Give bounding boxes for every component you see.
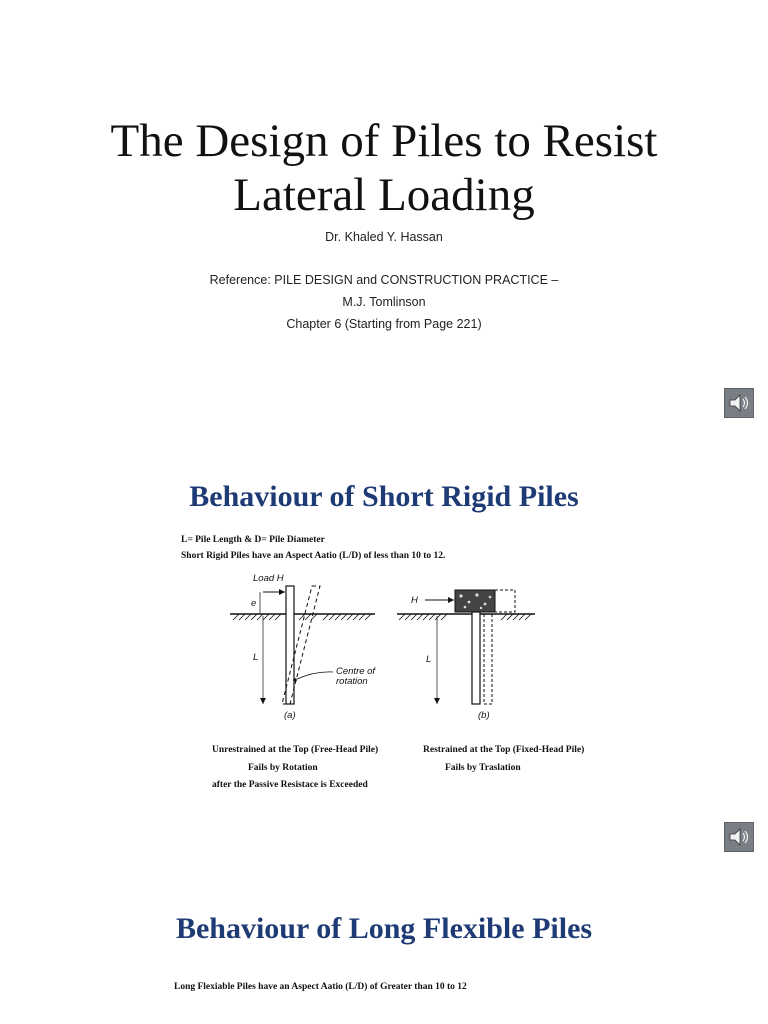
page-title: The Design of Piles to Resist Lateral Lo…	[0, 114, 768, 222]
caption-free-head-3: after the Passive Resistace is Exceeded	[212, 780, 368, 790]
caption-fixed-head-2: Fails by Traslation	[445, 763, 521, 773]
figure-tag-a: (a)	[284, 710, 296, 721]
figure-free-head-pile: Load H e L Centre of rotation (a)	[230, 573, 376, 721]
figure-fixed-head-pile: H L (b)	[397, 589, 535, 721]
h-label: H	[411, 595, 418, 606]
rotation-label-1: Centre of	[336, 666, 376, 677]
section-heading-long-piles: Behaviour of Long Flexible Piles	[175, 912, 593, 945]
e-label: e	[251, 598, 256, 609]
caption-free-head-2: Fails by Rotation	[248, 763, 318, 773]
figure-tag-b: (b)	[478, 710, 490, 721]
rotation-label-2: rotation	[336, 676, 368, 687]
author: Dr. Khaled Y. Hassan	[325, 230, 443, 244]
note-pile-length: L= Pile Length & D= Pile Diameter	[181, 535, 325, 545]
reference-line-3: Chapter 6 (Starting from Page 221)	[286, 317, 482, 331]
section-heading-short-piles: Behaviour of Short Rigid Piles	[189, 480, 579, 513]
l-label-a: L	[253, 652, 258, 663]
reference-line-1: Reference: PILE DESIGN and CONSTRUCTION …	[209, 273, 559, 287]
note-long-aspect: Long Flexiable Piles have an Aspect Aati…	[174, 982, 467, 992]
title-line-2: Lateral Loading	[233, 169, 535, 221]
reference-line-2: M.J. Tomlinson	[342, 295, 426, 309]
load-h-label: Load H	[253, 573, 284, 584]
speaker-icon[interactable]	[724, 822, 754, 852]
l-label-b: L	[426, 654, 431, 665]
speaker-icon[interactable]	[724, 388, 754, 418]
note-short-aspect: Short Rigid Piles have an Aspect Aatio (…	[181, 551, 446, 561]
caption-fixed-head-1: Restrained at the Top (Fixed-Head Pile)	[423, 745, 585, 755]
title-line-1: The Design of Piles to Resist	[110, 115, 658, 167]
caption-free-head-1: Unrestrained at the Top (Free-Head Pile)	[212, 745, 379, 755]
